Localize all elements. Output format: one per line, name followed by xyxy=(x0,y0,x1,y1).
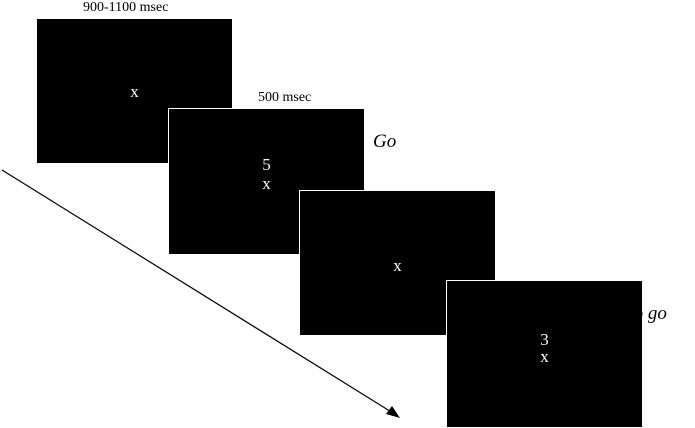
go-condition-label: Go xyxy=(373,131,397,152)
fixation-duration-label: 900-1100 msec xyxy=(83,0,169,15)
fixation-cross: x xyxy=(540,347,549,366)
fixation-cross: x xyxy=(262,174,271,193)
nogo-condition-label: No go xyxy=(621,303,667,324)
stimulus-duration-label: 500 msec xyxy=(258,90,312,105)
nogo-stimulus-screen: 3 x xyxy=(446,280,643,428)
digit-3: 3 xyxy=(540,330,549,349)
fixation-cross: x xyxy=(130,82,139,101)
digit-5: 5 xyxy=(262,155,271,174)
fixation-cross: x xyxy=(393,256,402,275)
arrow-head-icon xyxy=(386,406,400,418)
